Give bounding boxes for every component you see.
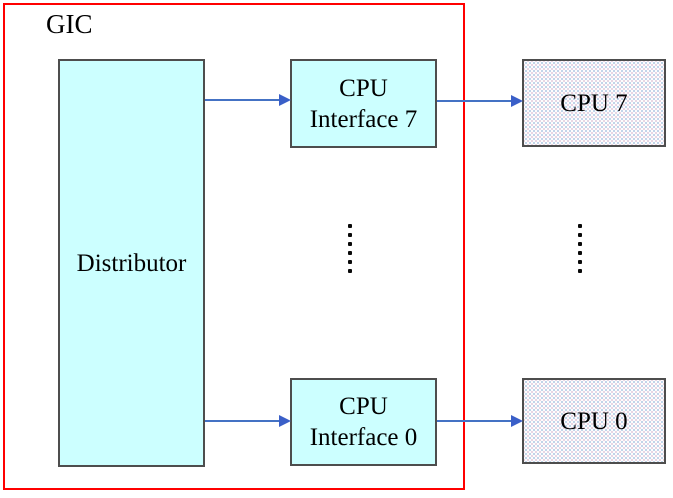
ellipsis-dot xyxy=(348,224,352,228)
cpu-7-label: CPU 7 xyxy=(560,89,628,117)
gic-boundary-box xyxy=(3,3,465,490)
ellipsis-dot xyxy=(578,260,582,264)
ellipsis-dot xyxy=(578,233,582,237)
vertical-ellipsis-icon-interfaces xyxy=(348,224,352,273)
arrow-line-interface0-to-cpu0 xyxy=(437,420,512,422)
ellipsis-dot xyxy=(348,251,352,255)
arrow-line-distributor-to-interface0 xyxy=(205,420,280,422)
cpu-interface-0-label-line1: CPU xyxy=(339,393,388,420)
ellipsis-dot xyxy=(348,269,352,273)
arrowhead-icon-interface7-to-cpu7 xyxy=(511,95,523,107)
cpu-interface-0-node: CPU Interface 0 xyxy=(290,378,437,466)
cpu-interface-7-node: CPU Interface 7 xyxy=(290,59,437,148)
vertical-ellipsis-icon-cpus xyxy=(578,224,582,273)
distributor-label: Distributor xyxy=(76,249,187,277)
arrowhead-icon-distributor-to-interface7 xyxy=(279,94,291,106)
arrow-line-distributor-to-interface7 xyxy=(205,99,280,101)
ellipsis-dot xyxy=(578,242,582,246)
cpu-0-label: CPU 0 xyxy=(560,407,628,435)
arrowhead-icon-interface0-to-cpu0 xyxy=(511,415,523,427)
cpu-interface-0-label-line2: Interface 0 xyxy=(309,424,418,451)
arrow-line-interface7-to-cpu7 xyxy=(437,100,512,102)
cpu-0-node: CPU 0 xyxy=(522,378,666,464)
cpu-7-node: CPU 7 xyxy=(522,59,666,147)
cpu-interface-7-label-line1: CPU xyxy=(339,74,388,102)
cpu-interface-7-label-line2: Interface 7 xyxy=(309,105,418,133)
ellipsis-dot xyxy=(348,242,352,246)
ellipsis-dot xyxy=(348,233,352,237)
ellipsis-dot xyxy=(578,269,582,273)
ellipsis-dot xyxy=(578,224,582,228)
distributor-node: Distributor xyxy=(58,59,205,467)
ellipsis-dot xyxy=(578,251,582,255)
gic-label: GIC xyxy=(46,9,93,39)
arrowhead-icon-distributor-to-interface0 xyxy=(279,415,291,427)
ellipsis-dot xyxy=(348,260,352,264)
